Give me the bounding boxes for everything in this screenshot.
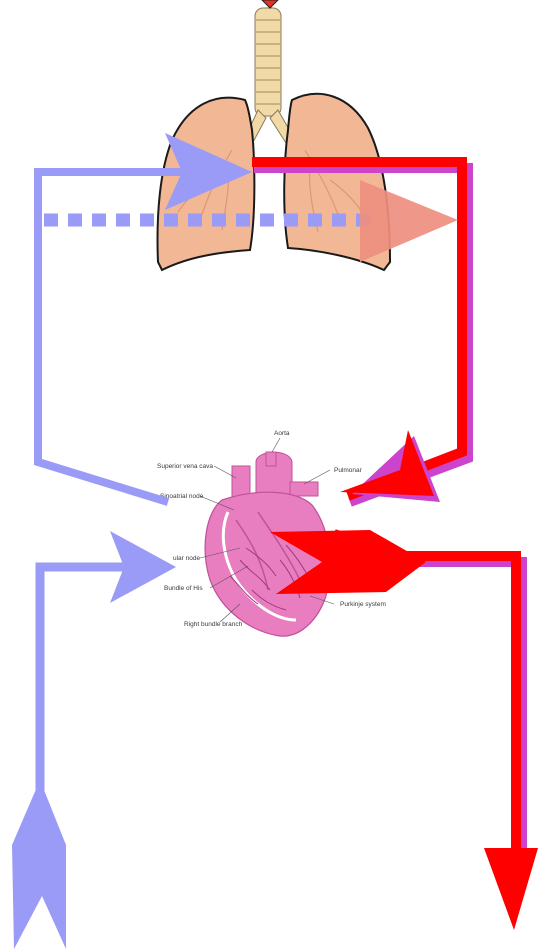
label-right-bundle-branch: Right bundle branch [184, 621, 243, 628]
label-aorta: Aorta [274, 430, 290, 437]
pulmonary-trunk [289, 481, 319, 497]
label-bundle-of-his: Bundle of His [164, 585, 203, 592]
deoxygenated-flow [12, 133, 372, 949]
blue-arrowhead-to-heart [110, 531, 176, 603]
heart-body [204, 491, 331, 637]
label-pulmonary: Pulmonar [334, 467, 363, 474]
lungs-icon [156, 0, 392, 272]
label-superior-vena-cava: Superior vena cava [157, 463, 213, 470]
red-chevron-from-heart [270, 530, 426, 594]
label-sinoatrial-node: Sinoatrial node [160, 493, 204, 500]
salmon-arrowhead-in-lungs [360, 180, 458, 262]
blue-path-upper [34, 168, 200, 506]
red-arrowhead-to-heart [340, 430, 434, 496]
oxygenated-flow [252, 157, 538, 930]
heart-anatomy-icon: Aorta Superior vena cava Pulmonar Sinoat… [157, 430, 386, 637]
red-arrowhead-downward [484, 848, 538, 930]
label-purkinje-system: Purkinje system [340, 601, 386, 608]
label-av-node: ular node [173, 555, 200, 562]
blue-arrow-upward [12, 780, 66, 949]
blue-arrowhead-to-lungs [165, 133, 252, 210]
blue-path-lower [35, 562, 128, 800]
